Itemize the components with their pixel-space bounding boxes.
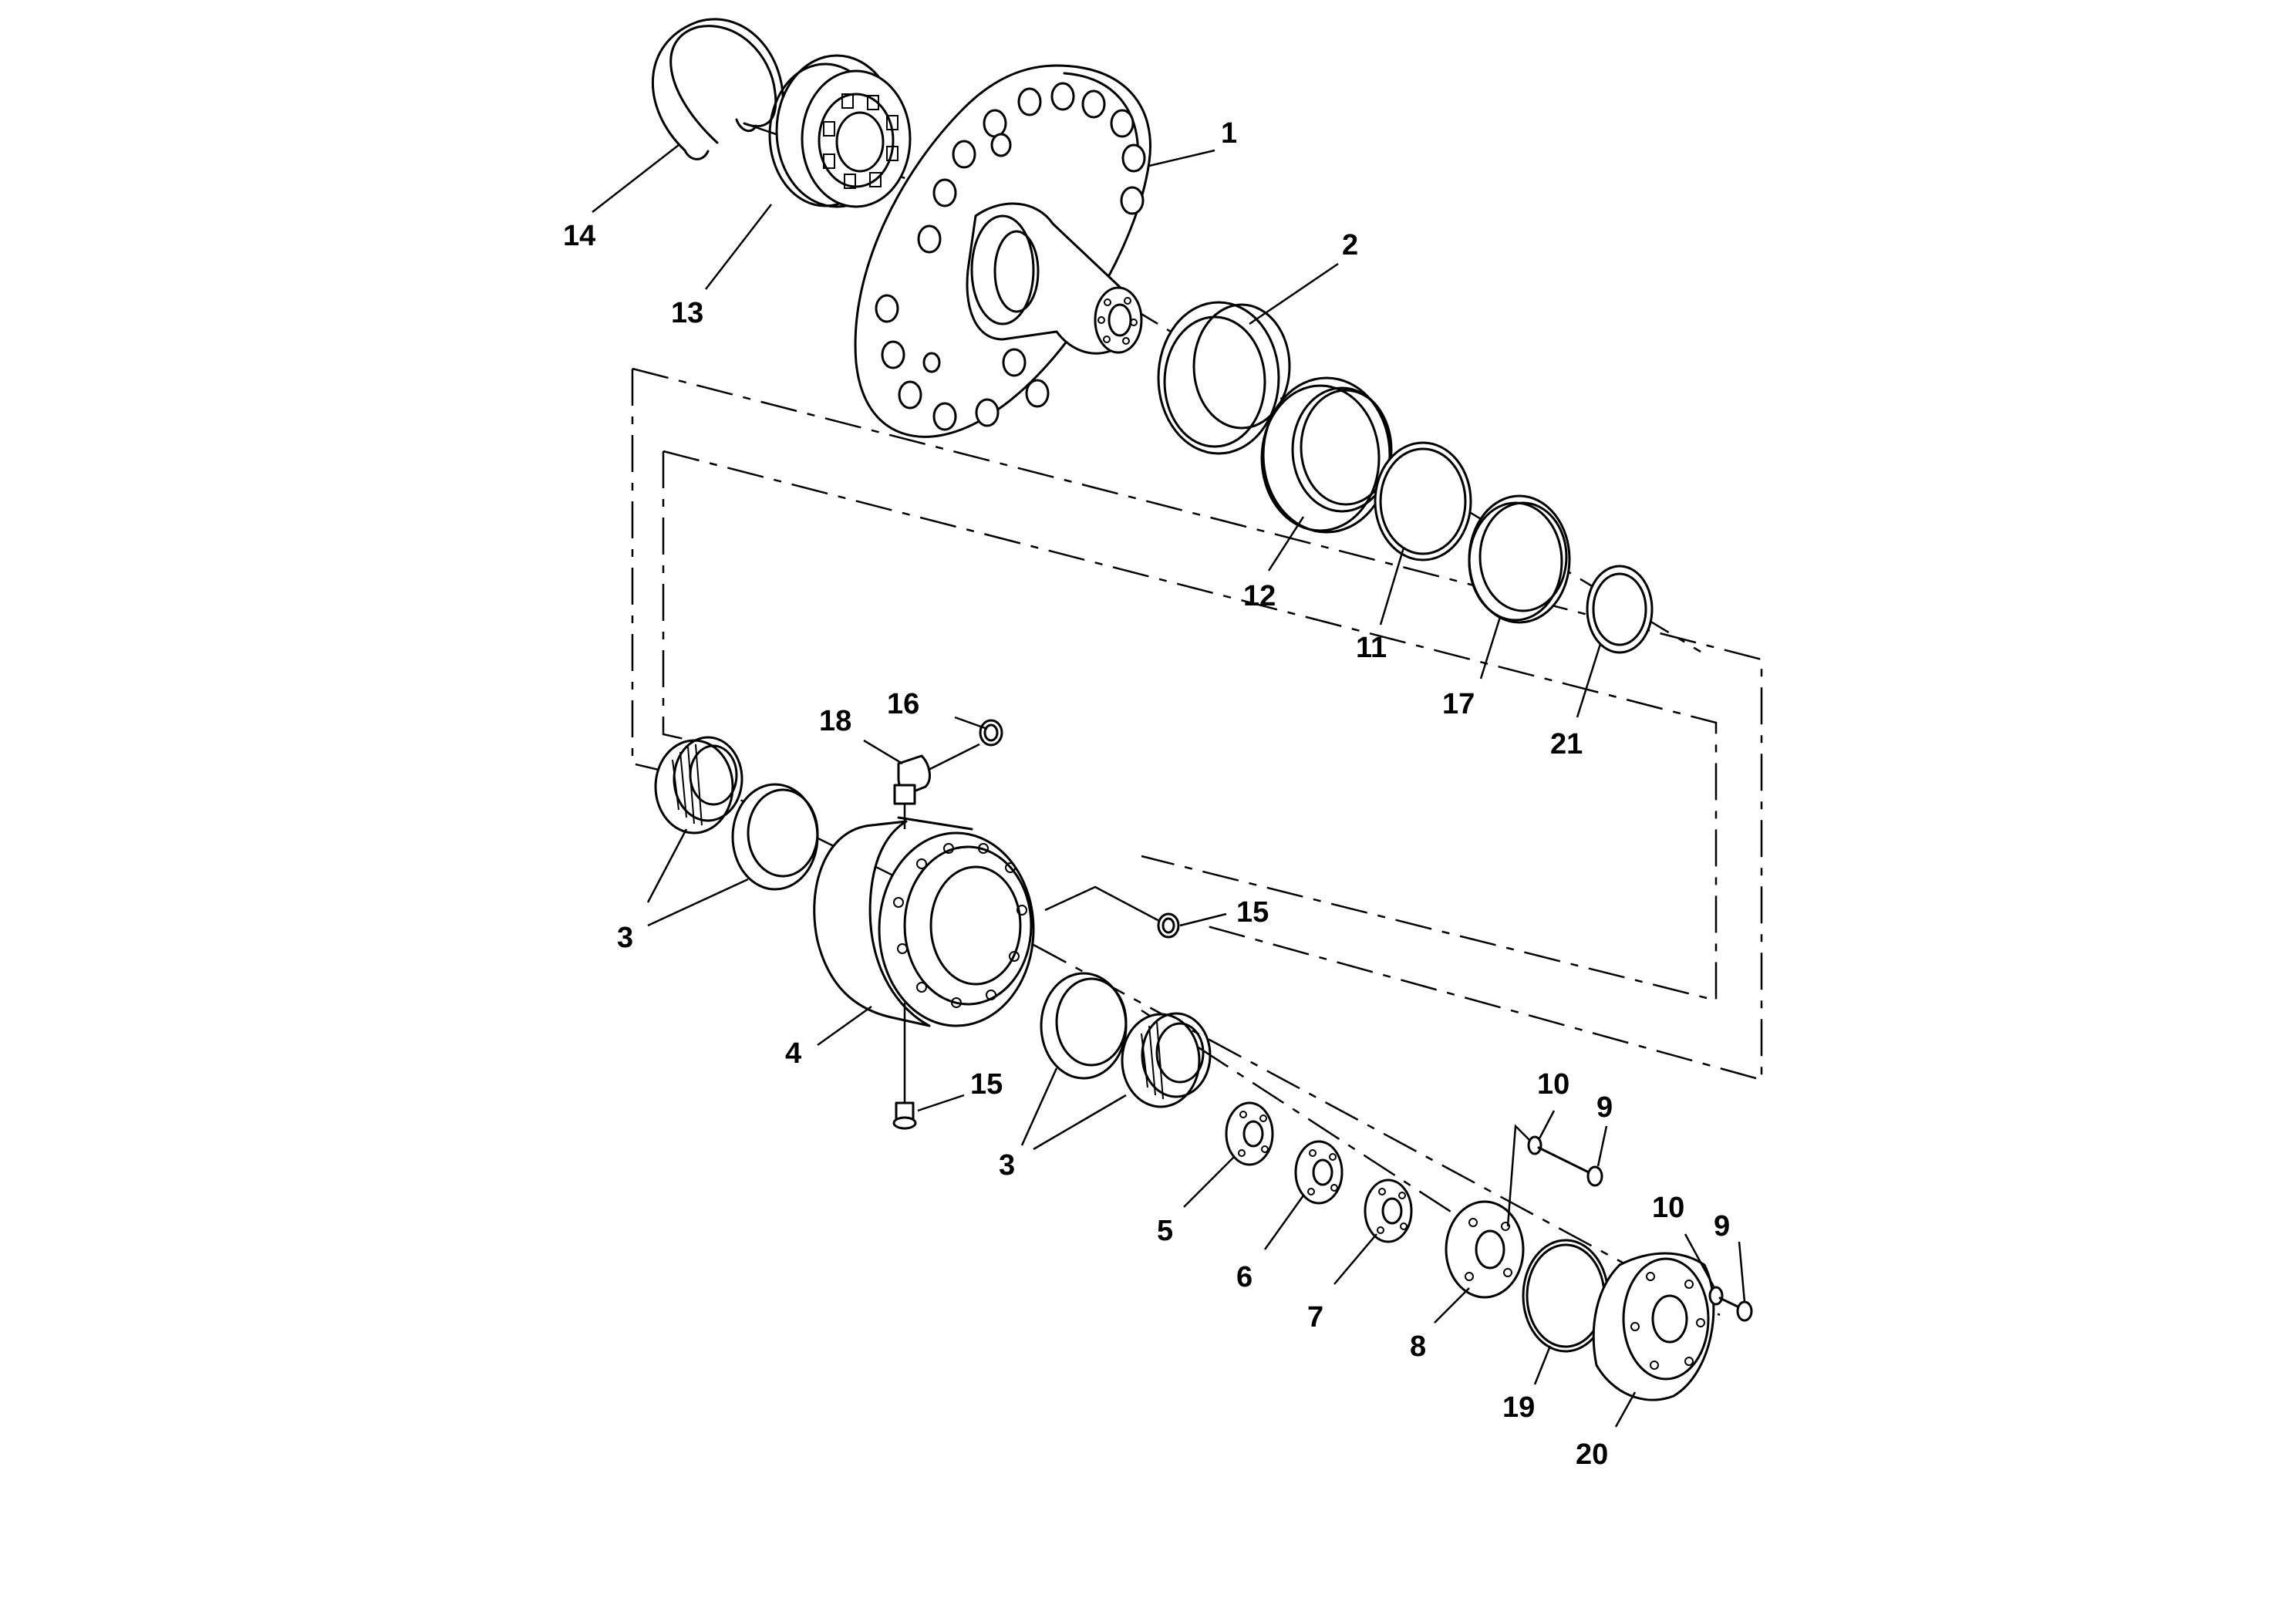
end-cap-part-20 — [1592, 1252, 1715, 1401]
retainer-plate-part-8 — [1445, 1200, 1525, 1299]
callout-16: 16 — [887, 688, 919, 720]
plug-part-15-upper — [1044, 885, 1180, 939]
bolt-part-9-upper — [1537, 1146, 1603, 1187]
shim-part-6 — [1294, 1140, 1344, 1205]
leader-lines — [592, 144, 1746, 1428]
callout-7: 7 — [1307, 1301, 1323, 1334]
callout-2: 2 — [1342, 229, 1358, 261]
bearing-cup-part-3-right — [1040, 972, 1128, 1080]
snap-ring-part-14 — [652, 18, 784, 160]
seal-ring-part-17 — [1468, 494, 1571, 624]
shim-part-5 — [1225, 1101, 1274, 1166]
callout-3-left: 3 — [617, 922, 633, 954]
callout-9-upper: 9 — [1596, 1091, 1613, 1124]
bolt-part-9-lower — [1718, 1297, 1753, 1322]
callout-14: 14 — [563, 220, 595, 252]
callout-20: 20 — [1576, 1438, 1608, 1471]
wheel-hub-part-4 — [813, 816, 1035, 1103]
callout-6: 6 — [1236, 1261, 1253, 1293]
bearing-cone-part-3-right — [1121, 1012, 1212, 1108]
callout-3-right: 3 — [999, 1149, 1015, 1182]
callout-21: 21 — [1550, 728, 1583, 760]
callout-19: 19 — [1502, 1391, 1535, 1424]
washer-part-10-lower — [1708, 1286, 1724, 1306]
callout-labels: 1 2 12 11 17 21 14 13 16 18 3 15 4 15 3 … — [563, 117, 1730, 1471]
seal-part-12 — [1260, 376, 1393, 534]
bearing-cup-part-2 — [1157, 301, 1291, 455]
o-ring-part-21 — [1586, 565, 1654, 654]
washer-part-10-upper — [1506, 1124, 1542, 1227]
bearing-cone-part-3-left — [654, 736, 743, 835]
callout-5: 5 — [1157, 1215, 1173, 1247]
callout-18: 18 — [819, 705, 851, 737]
callout-15-upper: 15 — [1236, 896, 1269, 929]
callout-8: 8 — [1410, 1330, 1426, 1363]
callout-10-upper: 10 — [1537, 1068, 1569, 1101]
plug-part-16 — [925, 719, 1003, 773]
callout-4: 4 — [785, 1037, 801, 1070]
roller-bearing-part-13 — [768, 54, 912, 208]
callout-10-lower: 10 — [1652, 1192, 1684, 1224]
callout-11: 11 — [1356, 632, 1387, 664]
bearing-cup-part-3-left — [731, 783, 819, 891]
callout-1: 1 — [1221, 117, 1237, 150]
callout-12: 12 — [1243, 580, 1276, 612]
ring-part-11 — [1374, 441, 1472, 561]
assembly-dash-lines — [631, 122, 1763, 1328]
elbow-fitting-part-18 — [893, 754, 931, 829]
callout-17: 17 — [1442, 688, 1475, 720]
flange-hub-part-1 — [854, 64, 1151, 438]
callout-9-lower: 9 — [1714, 1210, 1730, 1243]
callout-13: 13 — [671, 297, 703, 329]
shim-part-7 — [1364, 1179, 1413, 1243]
plug-part-15-lower — [892, 1101, 917, 1130]
callout-15-lower: 15 — [970, 1068, 1003, 1101]
